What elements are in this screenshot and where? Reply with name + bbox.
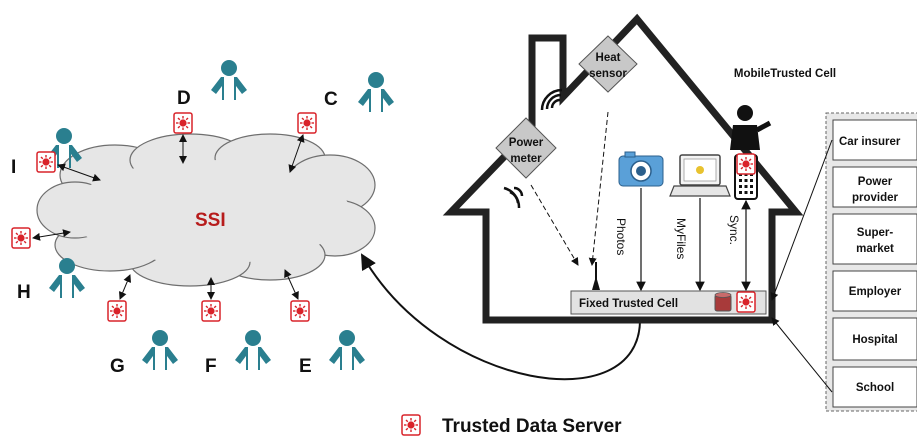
photos-label: Photos bbox=[614, 218, 628, 255]
person-h-label: H bbox=[17, 282, 31, 303]
fixed-cell-tds-icon bbox=[736, 291, 756, 313]
providers-panel bbox=[825, 112, 917, 412]
legend-label: Trusted Data Server bbox=[442, 416, 622, 437]
power-meter-label-2: meter bbox=[510, 153, 542, 165]
cloud-connectors bbox=[32, 134, 305, 300]
ssi-label: SSI bbox=[195, 210, 226, 231]
provider-supermarket-line2: market bbox=[856, 243, 894, 255]
laptop-icon bbox=[669, 154, 731, 197]
person-f-label: F bbox=[205, 356, 217, 377]
tds-g-icon bbox=[107, 300, 127, 322]
mobile-user-icon bbox=[730, 105, 772, 150]
mobile-trusted-cell-label: MobileTrusted Cell bbox=[734, 68, 836, 80]
person-i-label: I bbox=[11, 157, 16, 178]
sensor-dashed-arrows bbox=[530, 111, 609, 266]
person-d-icon bbox=[211, 60, 247, 100]
person-e-icon bbox=[329, 330, 365, 370]
house-to-cloud-arrow bbox=[360, 253, 641, 381]
fixed-trusted-cell-label: Fixed Trusted Cell bbox=[579, 298, 678, 310]
mobile-tds-icon bbox=[736, 153, 756, 175]
myfiles-label: MyFiles bbox=[674, 218, 688, 259]
tds-c-icon bbox=[297, 112, 317, 134]
person-g-icon bbox=[142, 330, 178, 370]
tds-d-icon bbox=[173, 112, 193, 134]
person-e-label: E bbox=[299, 356, 312, 377]
provider-hospital: Hospital bbox=[852, 334, 897, 346]
provider-school: School bbox=[856, 382, 894, 394]
person-g-label: G bbox=[110, 356, 125, 377]
heat-sensor-label-1: Heat bbox=[596, 52, 621, 64]
heat-sensor bbox=[578, 35, 638, 93]
provider-supermarket-line1: Super- bbox=[857, 227, 894, 239]
tds-e-icon bbox=[290, 300, 310, 322]
person-c-label: C bbox=[324, 89, 338, 110]
provider-arrows bbox=[770, 139, 833, 393]
power-meter-waves-icon bbox=[503, 186, 524, 209]
tds-i-icon bbox=[36, 151, 56, 173]
provider-power-line2: provider bbox=[852, 192, 899, 204]
heat-sensor-label-2: sensor bbox=[589, 68, 627, 80]
sync-label: Sync. bbox=[727, 215, 741, 245]
antenna-icon bbox=[592, 262, 600, 290]
house-data-arrows bbox=[636, 188, 751, 292]
provider-power-line1: Power bbox=[858, 176, 893, 188]
power-meter-label-1: Power bbox=[509, 137, 544, 149]
tds-f-icon bbox=[201, 300, 221, 322]
power-meter bbox=[495, 117, 557, 179]
tds-h-icon bbox=[11, 227, 31, 249]
fixed-trusted-cell bbox=[570, 290, 767, 315]
ssi-cloud bbox=[36, 133, 376, 287]
heat-sensor-waves-icon bbox=[540, 88, 563, 111]
camera-icon bbox=[618, 151, 664, 187]
person-f-icon bbox=[235, 330, 271, 370]
provider-car-insurer: Car insurer bbox=[839, 136, 901, 148]
provider-employer: Employer bbox=[849, 286, 902, 298]
person-d-label: D bbox=[177, 88, 191, 109]
legend-tds-icon bbox=[401, 414, 421, 436]
person-c-icon bbox=[358, 72, 394, 112]
